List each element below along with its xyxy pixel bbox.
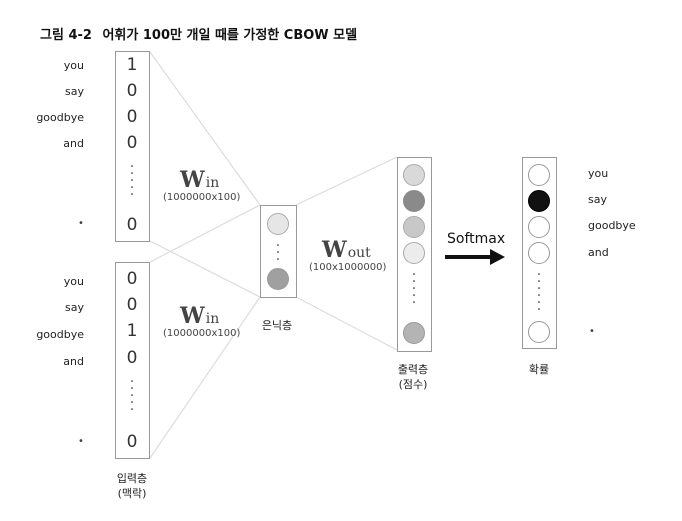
w-in-name: W: [180, 303, 205, 329]
softmax-label: Softmax: [447, 231, 506, 247]
figure-title: 그림 4-2 어휘가 100만 개일 때를 가정한 CBOW 모델: [40, 24, 357, 43]
output-layer-box: ·····: [397, 157, 432, 352]
output-word-goodbye: goodbye: [588, 219, 636, 232]
w-in-dims-bottom: (1000000x100): [163, 328, 241, 339]
input-layer-sublabel: (맥락): [117, 487, 147, 500]
input2-value: 0: [126, 348, 138, 368]
output-layer-sublabel: (점수): [398, 378, 428, 391]
hidden-neuron: [267, 268, 289, 290]
input2-value: 0: [126, 295, 138, 315]
w-out-subscript: out: [347, 245, 371, 261]
w-in-subscript: in: [205, 311, 220, 327]
input1-value-last: 0: [126, 215, 138, 235]
hidden-layer-label: 은닉층: [261, 319, 293, 332]
w-in-dims-top: (1000000x100): [163, 192, 241, 203]
input1-word-say: say: [65, 85, 84, 98]
probability-vertical-ellipsis: ······: [536, 267, 542, 318]
output-word-and: and: [588, 246, 609, 259]
probability-neuron: [528, 242, 550, 264]
probability-neuron: [528, 164, 550, 186]
input1-vertical-ellipsis: ·····: [129, 159, 135, 203]
output-word-say: say: [588, 193, 607, 206]
input1-value: 0: [126, 133, 138, 153]
input2-ellipsis-dot: •: [78, 436, 84, 447]
output-vertical-ellipsis: ·····: [411, 267, 417, 311]
input1-value: 0: [126, 81, 138, 101]
probability-label: 확률: [528, 363, 550, 376]
output-neuron: [403, 164, 425, 186]
output-neuron: [403, 242, 425, 264]
w-in-name: W: [180, 167, 205, 193]
hidden-neuron: [267, 213, 289, 235]
input1-value: 1: [126, 55, 138, 75]
output-layer-label: 출력층: [397, 363, 429, 376]
w-in-label-bottom: Win: [180, 303, 219, 329]
input2-word-goodbye: goodbye: [36, 328, 84, 341]
figure-caption: 어휘가 100만 개일 때를 가정한 CBOW 모델: [102, 28, 358, 43]
probability-neuron: [528, 216, 550, 238]
probability-box: ······: [522, 157, 557, 349]
input2-vertical-ellipsis: ·····: [129, 374, 135, 418]
hidden-vertical-ellipsis: ···: [275, 238, 281, 268]
output-neuron: [403, 322, 425, 344]
input1-value: 0: [126, 107, 138, 127]
output-neuron: [403, 216, 425, 238]
input1-onehot-column: 1 0 0 0 ····· 0: [115, 51, 150, 242]
output-ellipsis-dot: •: [589, 326, 595, 337]
input1-ellipsis-dot: •: [78, 218, 84, 229]
probability-neuron-active: [528, 190, 550, 212]
w-in-subscript: in: [205, 175, 220, 191]
input1-word-you: you: [63, 59, 84, 72]
input2-value: 1: [126, 321, 138, 341]
output-word-you: you: [588, 167, 609, 180]
w-in-label-top: Win: [180, 167, 219, 193]
input2-word-say: say: [65, 301, 84, 314]
input1-word-goodbye: goodbye: [36, 111, 84, 124]
figure-number: 그림 4-2: [40, 28, 92, 43]
output-neuron: [403, 190, 425, 212]
probability-neuron: [528, 321, 550, 343]
w-out-dims: (100x1000000): [309, 262, 387, 273]
w-out-label: Wout: [322, 237, 371, 263]
input2-word-you: you: [63, 275, 84, 288]
input2-value-last: 0: [126, 432, 138, 452]
input2-word-and: and: [63, 355, 84, 368]
w-out-name: W: [322, 237, 347, 263]
input2-onehot-column: 0 0 1 0 ····· 0: [115, 262, 150, 459]
input-layer-label: 입력층: [116, 472, 148, 485]
input2-value: 0: [126, 269, 138, 289]
hidden-layer-box: ···: [260, 205, 297, 298]
input1-word-and: and: [63, 137, 84, 150]
